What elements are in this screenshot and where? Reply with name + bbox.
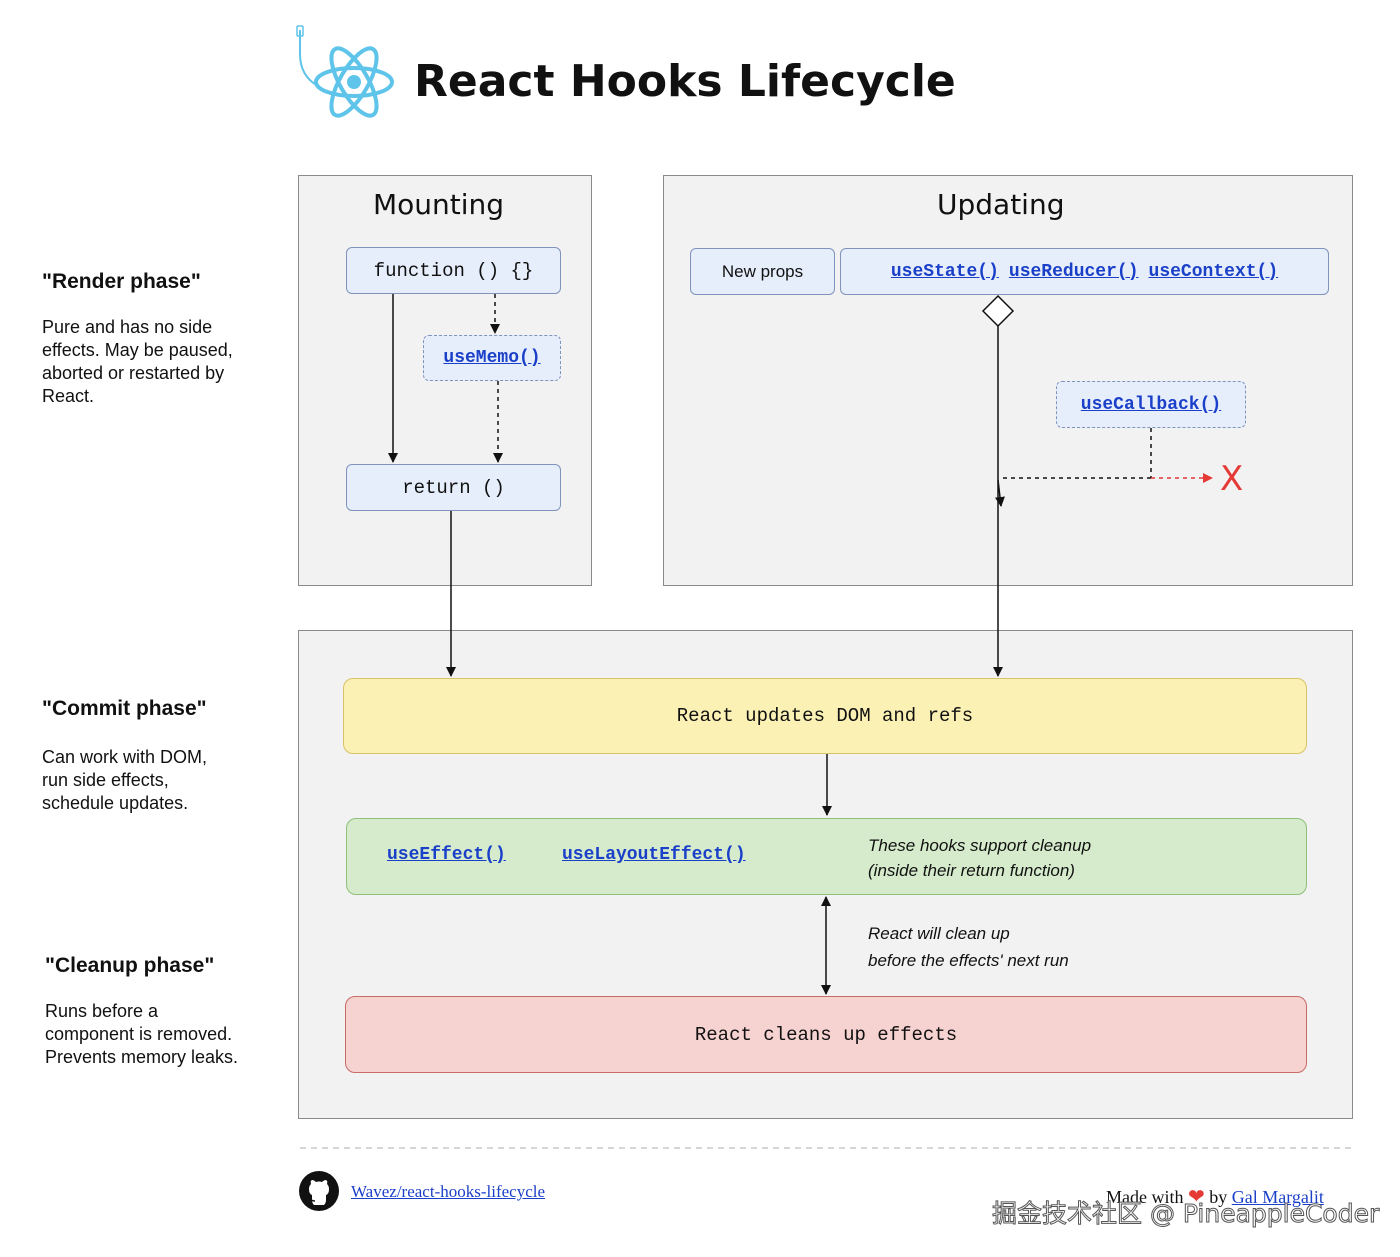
render-phase-heading: "Render phase" xyxy=(42,270,201,293)
skip-x-mark: X xyxy=(1220,459,1244,499)
commit-phase-line: schedule updates. xyxy=(42,793,189,813)
by-text: by xyxy=(1209,1187,1228,1207)
dom-update-box: React updates DOM and refs xyxy=(343,678,1307,754)
credits: Made with ❤ by Gal Margalit xyxy=(1106,1184,1324,1209)
commit-phase-heading: "Commit phase" xyxy=(42,697,207,720)
cleanup-support-note: These hooks support cleanup (inside thei… xyxy=(868,833,1091,883)
use-state-link[interactable]: useState() xyxy=(890,261,999,282)
new-props-box: New props xyxy=(690,248,835,295)
watermark: 掘金技术社区 @ PineappleCoder xyxy=(991,1199,1380,1229)
heart-icon: ❤ xyxy=(1187,1186,1205,1208)
mounting-title: Mounting xyxy=(373,188,505,221)
effects-box: useEffect() useLayoutEffect() These hook… xyxy=(346,818,1307,895)
render-phase-line: React. xyxy=(42,386,95,406)
use-memo-link[interactable]: useMemo() xyxy=(443,348,541,368)
use-callback-box: useCallback() xyxy=(1056,381,1246,428)
cleanup-phase-line: component is removed. xyxy=(45,1024,233,1044)
render-phase-description: Pure and has no side effects. May be pau… xyxy=(42,316,233,408)
use-context-link[interactable]: useContext() xyxy=(1148,261,1279,282)
cleanup-phase-heading: "Cleanup phase" xyxy=(45,954,215,977)
render-phase-line: aborted or restarted by xyxy=(42,363,225,383)
cleanup-phase-description: Runs before a component is removed. Prev… xyxy=(45,1000,238,1069)
use-effect-link[interactable]: useEffect() xyxy=(387,845,506,865)
commit-phase-description: Can work with DOM, run side effects, sch… xyxy=(42,746,207,815)
cleanup-effects-box: React cleans up effects xyxy=(345,996,1307,1073)
cleanup-support-line: These hooks support cleanup xyxy=(868,836,1092,855)
commit-phase-line: run side effects, xyxy=(42,770,169,790)
page-title: React Hooks Lifecycle xyxy=(414,56,956,107)
cleanup-phase-line: Runs before a xyxy=(45,1001,159,1021)
cleanup-support-line: (inside their return function) xyxy=(868,861,1075,880)
render-phase-line: Pure and has no side xyxy=(42,317,213,337)
cleanup-phase-line: Prevents memory leaks. xyxy=(45,1047,239,1067)
clean-up-note-line: before the effects' next run xyxy=(868,951,1069,970)
updating-panel xyxy=(663,175,1353,586)
updating-title: Updating xyxy=(937,188,1065,221)
repo-link[interactable]: Wavez/react-hooks-lifecycle xyxy=(351,1182,546,1201)
react-logo-icon xyxy=(290,24,400,124)
state-hooks-box: useState() useReducer() useContext() xyxy=(840,248,1329,295)
render-phase-line: effects. May be paused, xyxy=(42,340,233,360)
use-callback-link[interactable]: useCallback() xyxy=(1080,394,1222,415)
function-component-box: function () {} xyxy=(346,247,561,294)
use-memo-box: useMemo() xyxy=(423,335,561,381)
github-icon[interactable] xyxy=(298,1170,340,1212)
return-box: return () xyxy=(346,464,561,511)
use-layout-effect-link[interactable]: useLayoutEffect() xyxy=(562,845,746,865)
clean-up-note-line: React will clean up xyxy=(868,924,1010,943)
author-link[interactable]: Gal Margalit xyxy=(1231,1187,1324,1207)
use-reducer-link[interactable]: useReducer() xyxy=(1008,261,1139,282)
made-with-text: Made with xyxy=(1106,1187,1184,1207)
clean-up-note: React will clean up before the effects' … xyxy=(868,920,1069,974)
commit-phase-line: Can work with DOM, xyxy=(42,747,208,767)
